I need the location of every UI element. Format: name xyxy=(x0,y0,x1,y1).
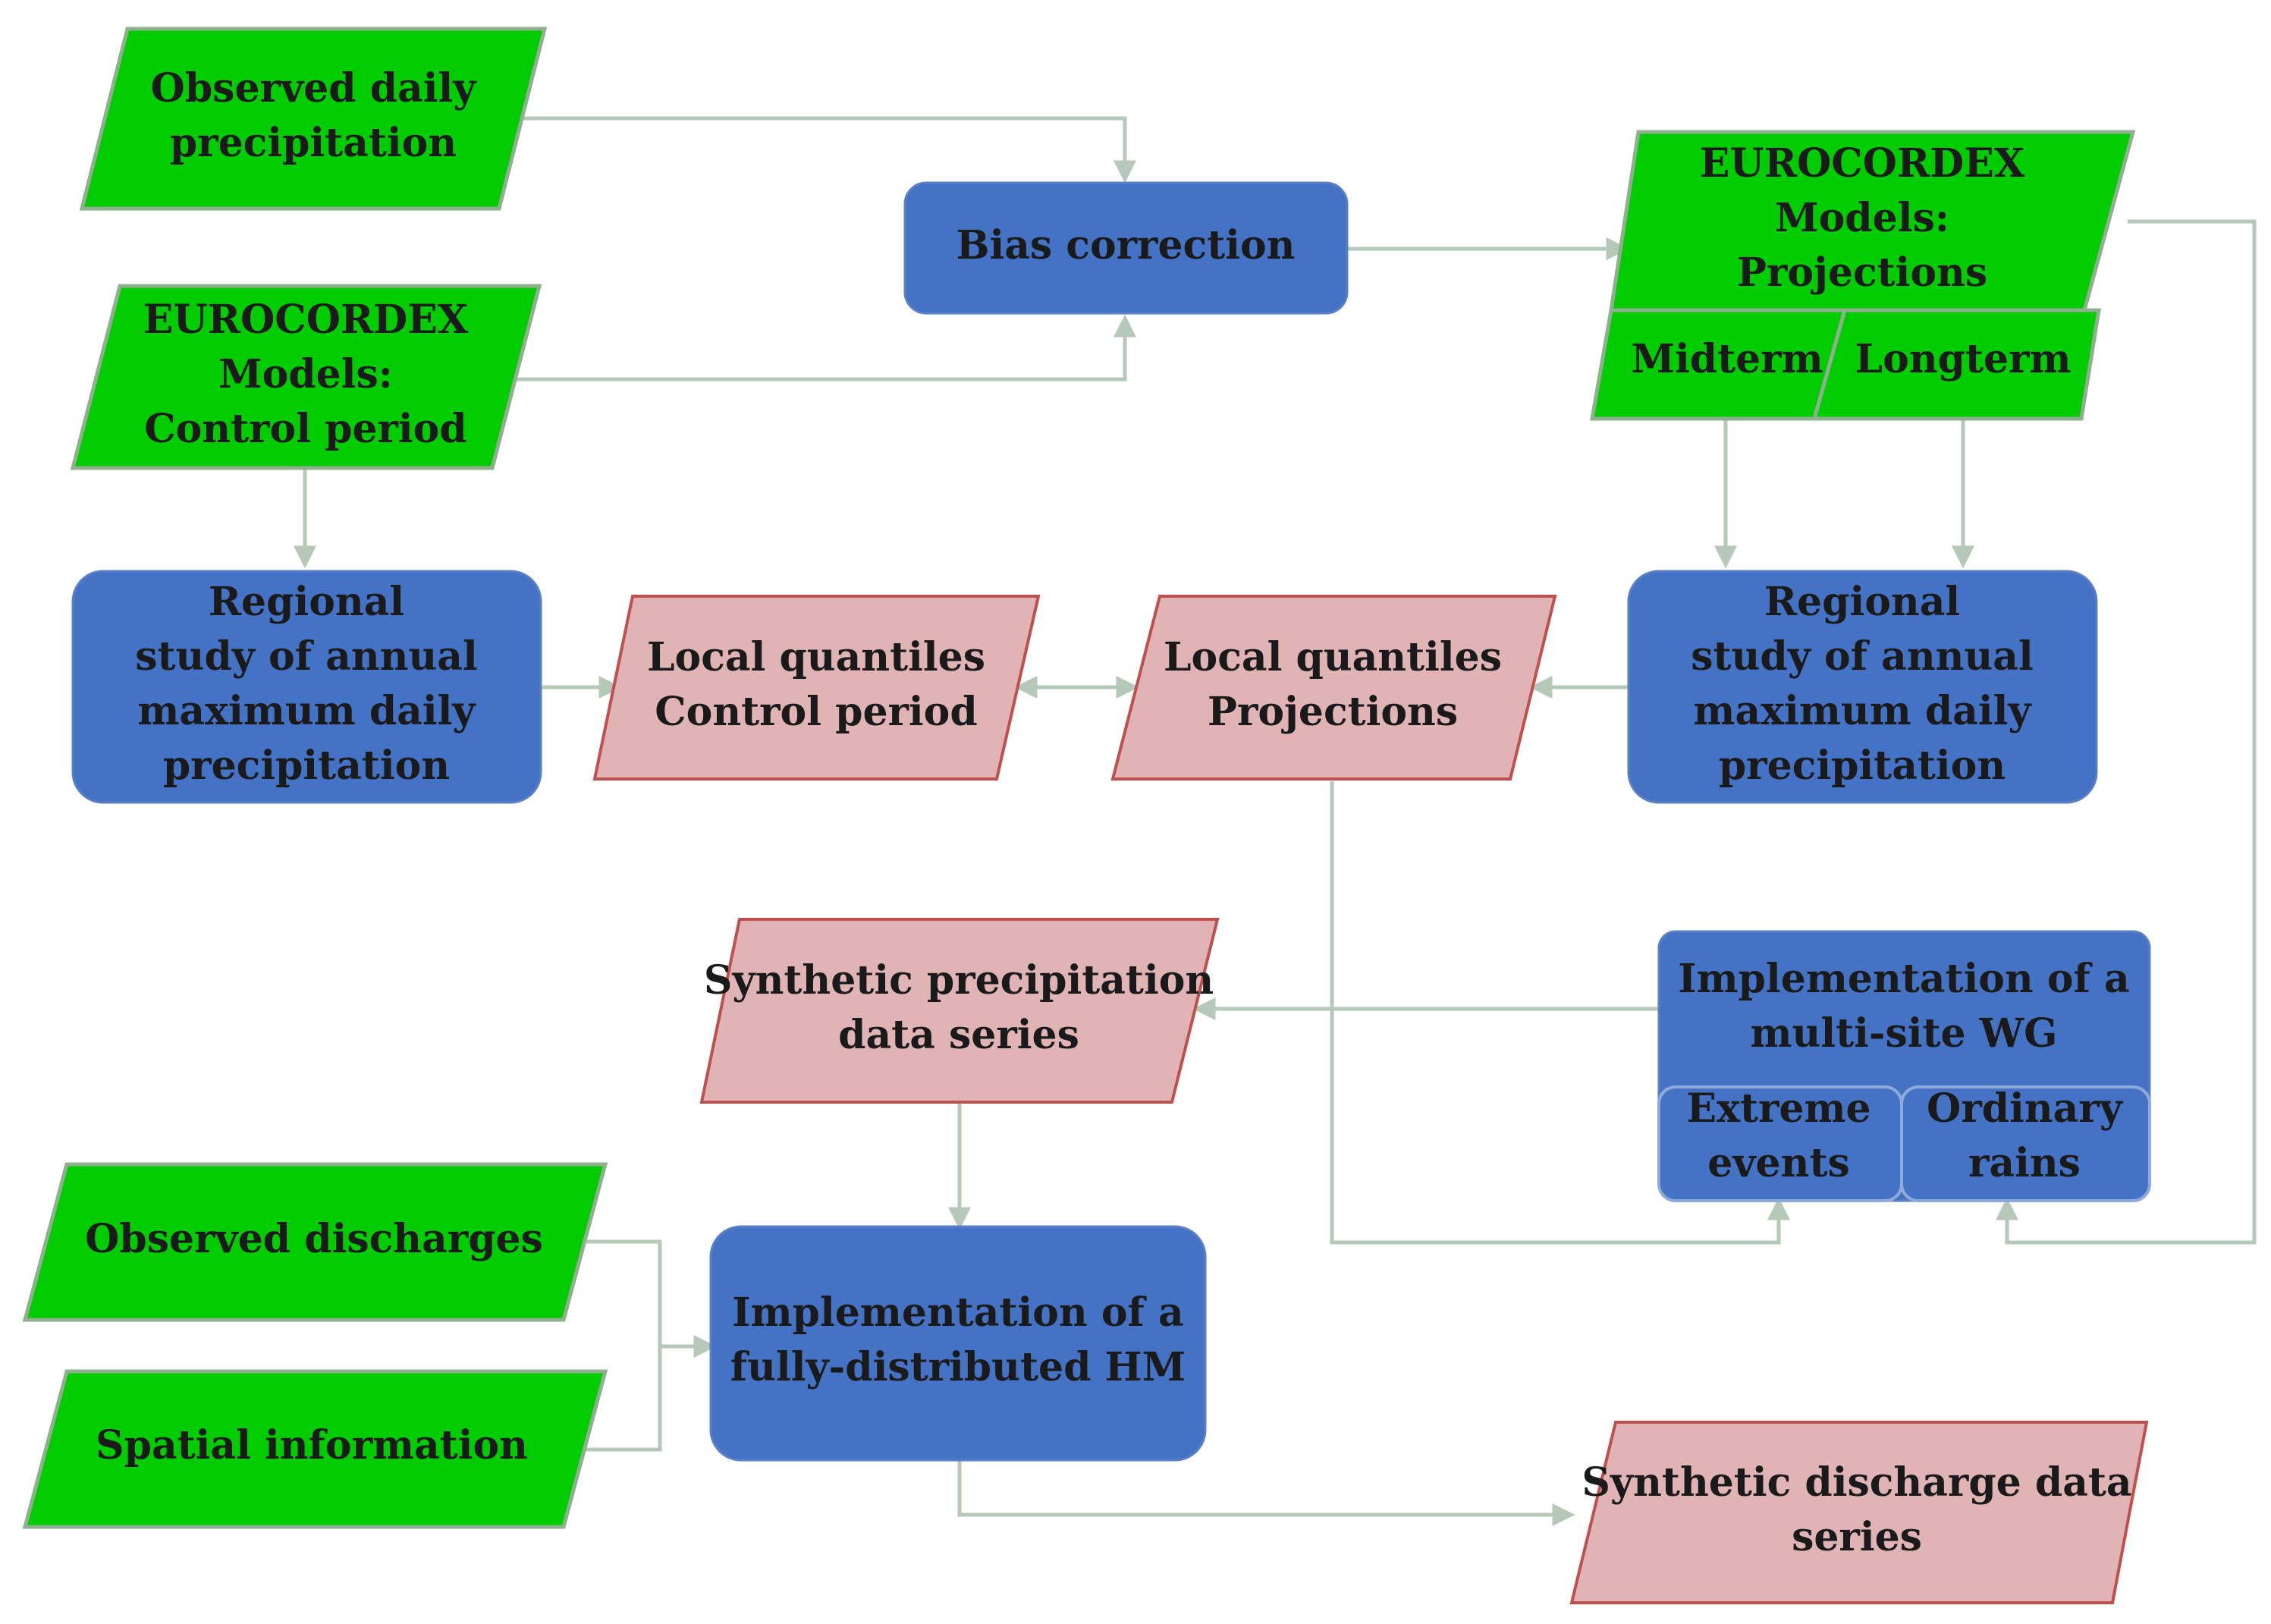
label-line: Ordinary xyxy=(1927,1085,2124,1132)
distributed-hm-label: Implementation of a fully-distributed HM xyxy=(730,1289,1186,1390)
eurocordex-projections-node: EUROCORDEX Models: Projections xyxy=(1609,130,2136,313)
label-line: Projections xyxy=(1208,689,1458,735)
edge-projections-to-ordinary-rains xyxy=(1996,219,2257,1245)
edge-observed-to-bias xyxy=(522,116,1136,184)
longterm-node: Longterm xyxy=(1811,308,2101,421)
label-line: EUROCORDEX xyxy=(1700,140,2025,187)
label-line: Observed discharges xyxy=(85,1216,543,1262)
observed-daily-precipitation-label: Observed daily precipitation xyxy=(151,65,478,166)
label-line: Synthetic precipitation xyxy=(704,957,1214,1004)
edge-control-to-bias xyxy=(516,314,1136,382)
label-line: fully-distributed HM xyxy=(730,1344,1186,1390)
label-line: series xyxy=(1792,1514,1922,1560)
connectors xyxy=(294,116,2257,1526)
extreme-events-label: Extreme events xyxy=(1686,1085,1871,1186)
label-line: study of annual xyxy=(135,633,478,680)
label-line: Local quantiles xyxy=(647,634,985,680)
bias-correction-node: Bias correction xyxy=(903,181,1349,315)
distributed-hm-node: Implementation of a fully-distributed HM xyxy=(709,1225,1207,1462)
spatial-information-label: Spatial information xyxy=(96,1422,528,1469)
label-line: data series xyxy=(838,1012,1079,1058)
observed-daily-precipitation-node: Observed daily precipitation xyxy=(79,27,548,211)
regional-study-left-label: Regional study of annual maximum daily prec… xyxy=(135,579,478,789)
label-line: Spatial information xyxy=(96,1422,528,1469)
label-line: Midterm xyxy=(1631,336,1823,382)
spatial-information-node: Spatial information xyxy=(22,1369,608,1529)
synthetic-discharge-node: Synthetic discharge data series xyxy=(1569,1421,2149,1604)
observed-discharges-node: Observed discharges xyxy=(22,1162,608,1322)
label-line: study of annual xyxy=(1691,633,2034,680)
label-line: maximum daily xyxy=(137,688,476,734)
regional-study-left-node: Regional study of annual maximum daily prec… xyxy=(71,570,542,804)
label-line: Models: xyxy=(218,351,393,397)
label-line: Extreme xyxy=(1686,1085,1871,1132)
label-line: Bias correction xyxy=(956,222,1296,269)
label-line: Control period xyxy=(144,406,466,452)
eurocordex-projections-label: EUROCORDEX Models: Projections xyxy=(1700,140,2025,296)
label-line: multi-site WG xyxy=(1751,1010,2058,1057)
edge-spatial-to-hm xyxy=(579,1346,662,1452)
synthetic-discharge-label: Synthetic discharge data series xyxy=(1582,1459,2131,1560)
label-line: precipitation xyxy=(1719,743,2006,789)
label-line: Implementation of a xyxy=(1678,956,2129,1002)
edge-observed-discharges-to-hm xyxy=(579,1239,717,1358)
nodes: Observed daily precipitation Bias correct… xyxy=(22,27,2151,1604)
label-line: events xyxy=(1707,1140,1849,1186)
observed-discharges-label: Observed discharges xyxy=(85,1216,543,1262)
label-line: rains xyxy=(1968,1140,2081,1186)
label-line: Regional xyxy=(1764,579,1960,625)
eurocordex-control-label: EUROCORDEX Models: Control period xyxy=(143,297,469,452)
regional-study-right-node: Regional study of annual maximum daily prec… xyxy=(1627,570,2098,804)
multi-site-wg-node: Implementation of a multi-site WG Extreme… xyxy=(1657,930,2151,1202)
synthetic-precipitation-node: Synthetic precipitation data series xyxy=(699,918,1220,1104)
label-line: Control period xyxy=(655,689,977,735)
label-line: Implementation of a xyxy=(732,1289,1183,1336)
label-line: Models: xyxy=(1775,195,1949,241)
label-line: precipitation xyxy=(163,743,450,789)
label-line: Synthetic discharge data xyxy=(1582,1459,2131,1506)
label-line: Regional xyxy=(209,579,404,625)
synthetic-precipitation-label: Synthetic precipitation data series xyxy=(704,957,1214,1058)
label-line: precipitation xyxy=(170,120,457,166)
ordinary-rains-cell xyxy=(1900,1085,2151,1202)
label-line: Observed daily xyxy=(151,65,478,112)
label-line: Projections xyxy=(1737,250,1987,296)
edge-hm-to-synthetic-discharge xyxy=(957,1460,1575,1526)
longterm-label: Longterm xyxy=(1855,336,2072,382)
eurocordex-control-node: EUROCORDEX Models: Control period xyxy=(70,284,542,470)
multi-site-wg-label: Implementation of a multi-site WG xyxy=(1678,956,2129,1057)
label-line: maximum daily xyxy=(1693,688,2032,734)
midterm-node: Midterm xyxy=(1590,308,1848,421)
edge-lq-projections-to-extreme-events xyxy=(1330,781,1790,1245)
label-line: Longterm xyxy=(1855,336,2072,382)
label-line: Local quantiles xyxy=(1164,634,1502,680)
ordinary-rains-label: Ordinary rains xyxy=(1927,1085,2124,1186)
midterm-label: Midterm xyxy=(1631,336,1823,382)
bias-correction-label: Bias correction xyxy=(956,222,1296,269)
regional-study-right-label: Regional study of annual maximum daily prec… xyxy=(1691,579,2034,789)
label-line: EUROCORDEX xyxy=(143,297,469,343)
